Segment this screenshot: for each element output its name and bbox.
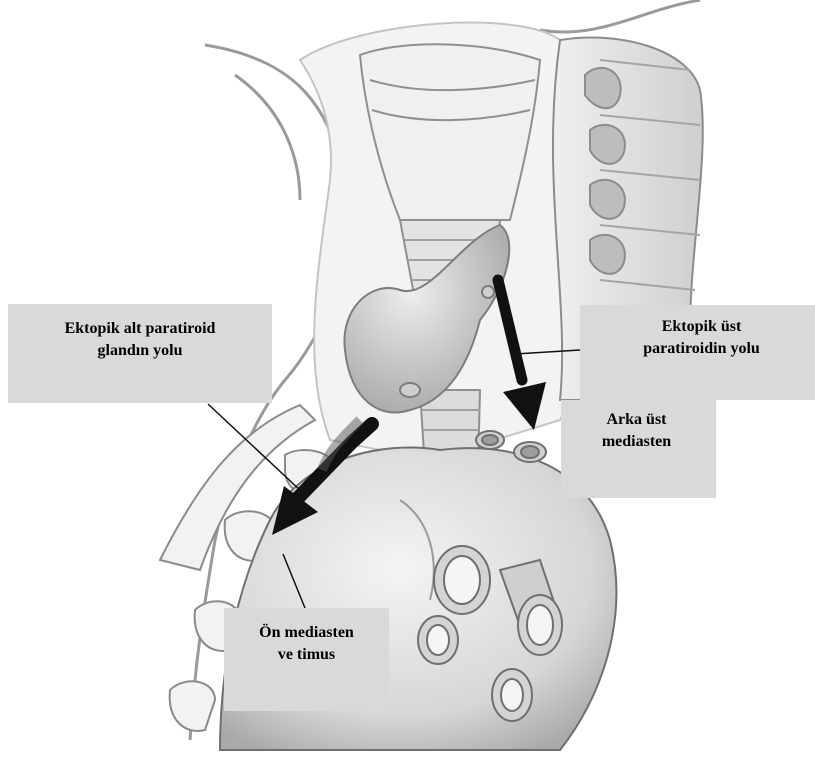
- label-posterior-line2: mediasten: [561, 431, 712, 453]
- label-lower-line2: glandın yolu: [8, 340, 272, 362]
- label-posterior-line1: Arka üst: [561, 409, 712, 431]
- label-upper-parathyroid-path: Ektopik üst paratiroidin yolu: [580, 305, 815, 400]
- label-anterior-mediastinum: Ön mediasten ve timus: [224, 608, 389, 711]
- label-posterior-mediastinum: Arka üst mediasten: [561, 400, 716, 498]
- label-upper-line2: paratiroidin yolu: [588, 338, 815, 360]
- label-anterior-line1: Ön mediasten: [224, 622, 389, 644]
- label-upper-line1: Ektopik üst: [588, 316, 815, 338]
- label-anterior-line2: ve timus: [224, 644, 389, 666]
- label-lower-line1: Ektopik alt paratiroid: [8, 318, 272, 340]
- label-lower-parathyroid-path: Ektopik alt paratiroid glandın yolu: [8, 304, 272, 403]
